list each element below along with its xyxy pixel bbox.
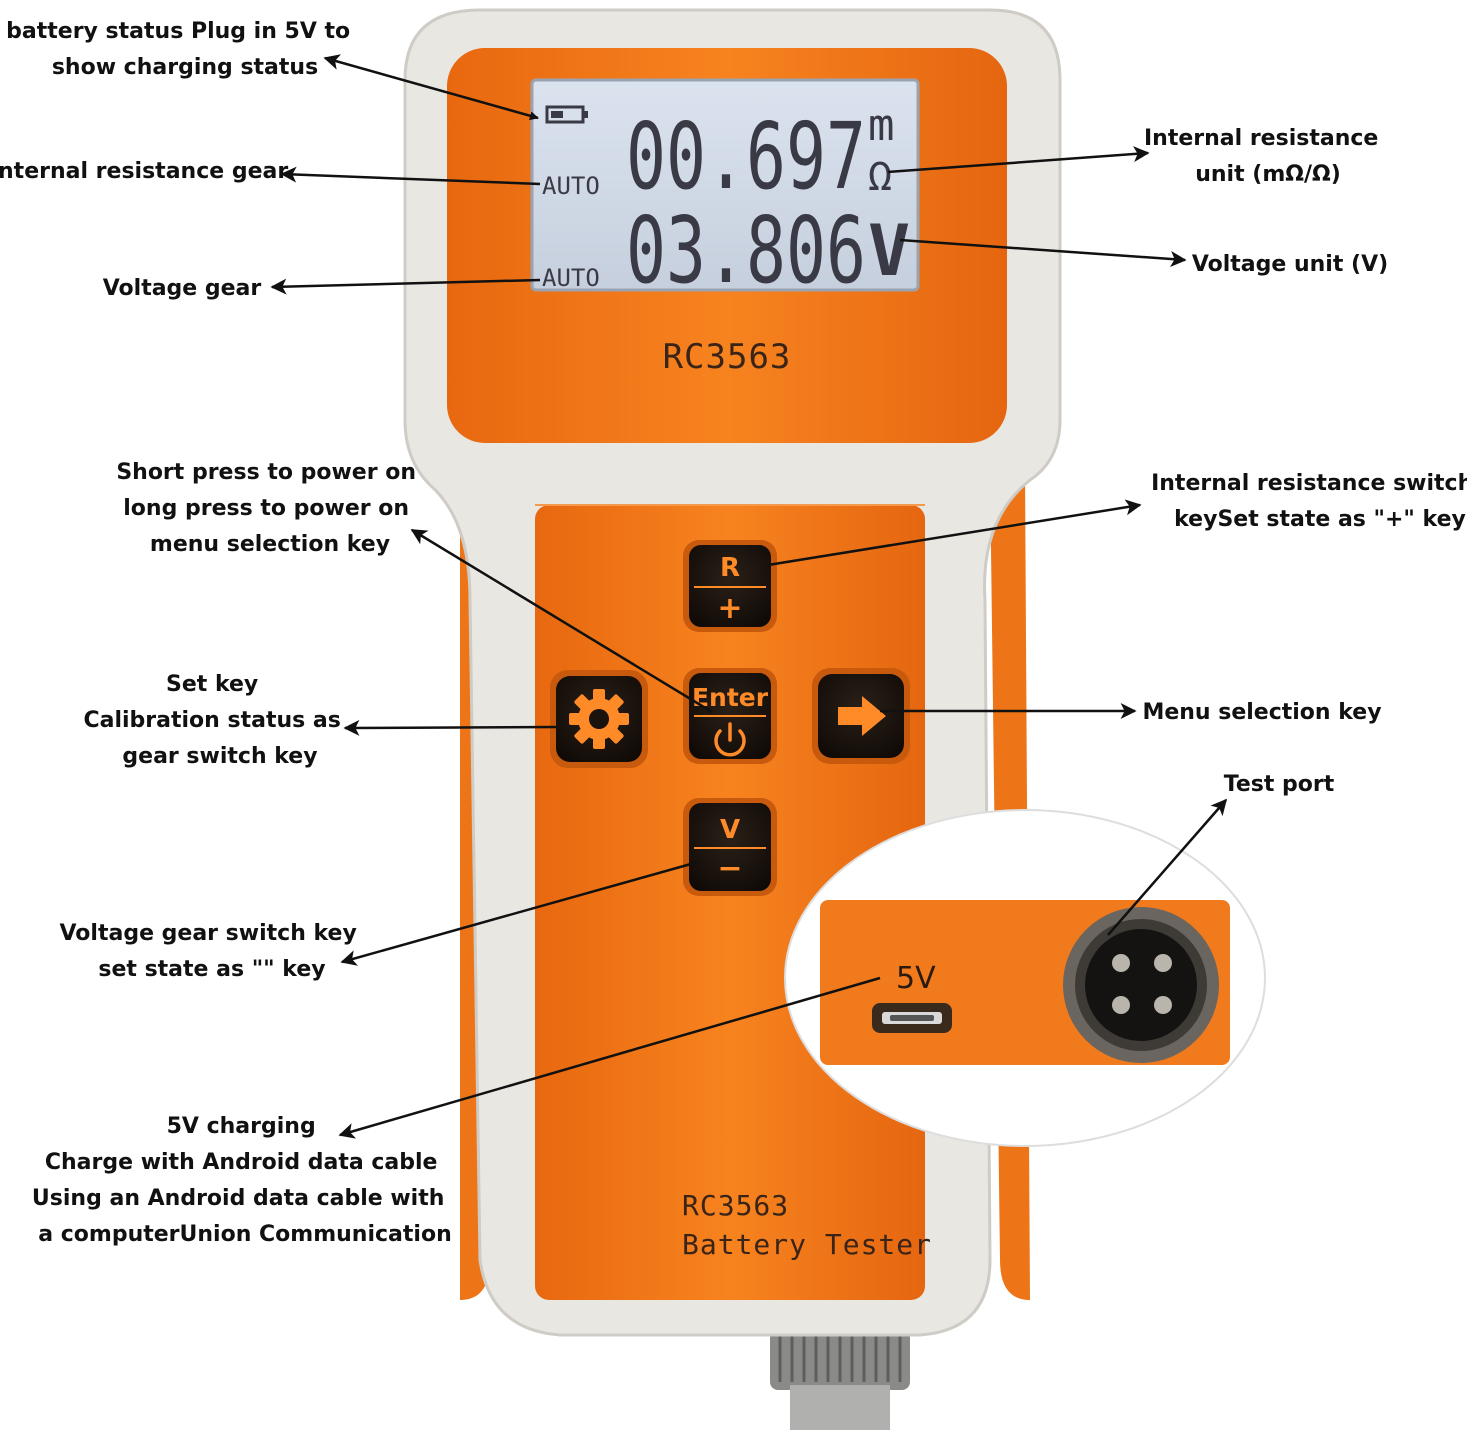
v-key-label: V — [720, 815, 740, 845]
arrow-voltage-unit — [899, 238, 1187, 267]
gear-icon — [569, 689, 629, 749]
note-test-port: Test port — [1224, 772, 1335, 797]
battery-icon — [545, 105, 588, 124]
pointer-arrows — [270, 54, 1228, 1139]
v-minus-key[interactable]: V − — [683, 798, 777, 896]
four-pin-connector-icon — [1063, 907, 1219, 1063]
note-resistance-gear: Internal resistance gear — [0, 159, 288, 184]
resistance-reading: 00.697 — [626, 103, 866, 210]
device: AUTO AUTO 00.697 03.806 m Ω V RC3563 R +… — [403, 8, 1062, 1430]
lcd-screen: AUTO AUTO 00.697 03.806 m Ω V — [530, 78, 920, 304]
product-name-label: Battery Tester — [682, 1228, 932, 1261]
menu-arrow-key[interactable] — [812, 668, 910, 764]
arrow-test-port — [1107, 798, 1228, 936]
cable-connector — [770, 1320, 910, 1430]
model-label: RC3563 — [663, 337, 792, 377]
note-set-key: Set key Calibration status as gear switc… — [83, 672, 348, 769]
note-r-key: Internal resistance switch keySet state … — [1151, 471, 1467, 532]
note-voltage-gear: Voltage gear — [103, 276, 262, 301]
arrow-voltage-gear — [270, 278, 541, 295]
minus-key-label: − — [717, 851, 742, 886]
enter-power-key[interactable]: Enter — [683, 668, 777, 764]
arrow-resistance-unit — [887, 146, 1150, 174]
voltage-gear-indicator: AUTO — [542, 264, 600, 292]
arrow-battery — [323, 54, 539, 121]
voltage-reading: 03.806 — [626, 197, 866, 304]
plus-key-label: + — [717, 591, 742, 626]
arrow-r-key — [767, 499, 1142, 567]
arrow-set-key — [343, 719, 557, 736]
arrow-resistance-gear — [280, 166, 541, 186]
resistance-gear-indicator: AUTO — [542, 172, 600, 200]
note-voltage-unit: Voltage unit (V) — [1192, 252, 1388, 277]
port-5v-label: 5V — [896, 961, 936, 996]
port-inset: 5V — [784, 809, 1266, 1147]
note-battery-status: battery status Plug in 5V to show chargi… — [6, 19, 358, 80]
arrow-power-key — [410, 528, 713, 714]
bottom-model-label: RC3563 — [682, 1189, 789, 1222]
annotations: battery status Plug in 5V to show chargi… — [0, 19, 1467, 1247]
arrow-v-key — [340, 860, 699, 966]
resistance-unit: Ω — [868, 154, 892, 200]
note-menu-key: Menu selection key — [1142, 700, 1381, 725]
micro-usb-port-icon — [872, 1003, 952, 1033]
resistance-unit-prefix: m — [868, 100, 895, 151]
r-key-label: R — [720, 553, 740, 583]
note-v-key: Voltage gear switch key set state as "" … — [59, 921, 364, 982]
note-charging: 5V charging Charge with Android data cab… — [32, 1114, 452, 1247]
voltage-unit: V — [868, 210, 910, 292]
note-power-key: Short press to power on long press to po… — [116, 460, 423, 557]
r-plus-key[interactable]: R + — [683, 540, 777, 632]
arrow-right-icon — [838, 696, 886, 736]
arrow-charging — [338, 976, 881, 1139]
note-resistance-unit: Internal resistance unit (mΩ/Ω) — [1144, 126, 1386, 187]
set-key[interactable] — [550, 670, 648, 768]
power-icon — [714, 722, 746, 757]
